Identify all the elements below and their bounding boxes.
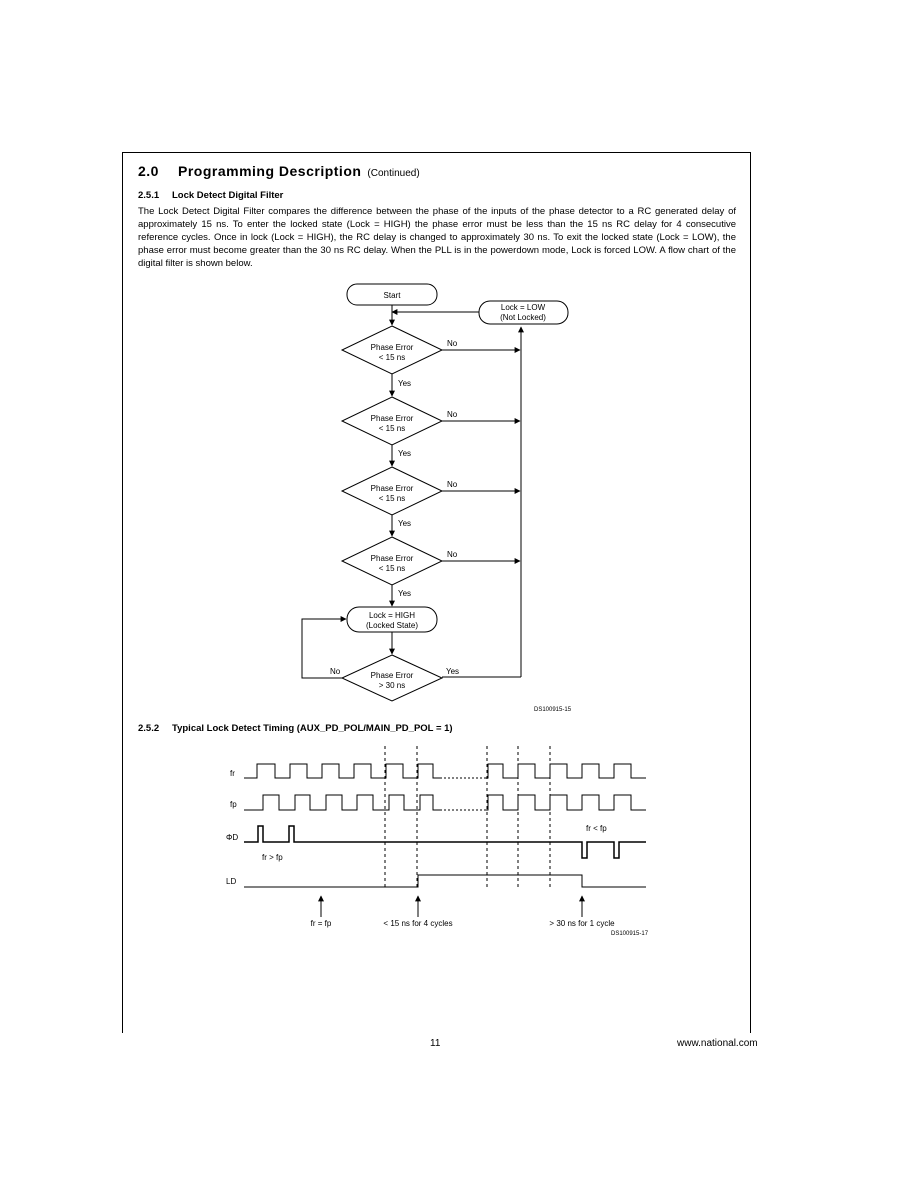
subsection-number: 2.5.1 xyxy=(138,190,160,201)
locked-label-1: Lock = HIGH xyxy=(369,611,415,620)
footer-url: www.national.com xyxy=(677,1038,758,1049)
fr-waveform xyxy=(244,763,440,779)
unlocked-label-2: (Not Locked) xyxy=(500,313,546,322)
yes-label-4: Yes xyxy=(398,589,411,598)
decision-exit xyxy=(340,654,444,702)
locked-label-2: (Locked State) xyxy=(366,621,418,630)
yes-label-1: Yes xyxy=(398,379,411,388)
no-label-1: No xyxy=(447,339,458,348)
signal-label-ld: LD xyxy=(226,877,236,886)
no-label-3: No xyxy=(447,480,458,489)
fp-waveform xyxy=(244,794,440,811)
exit-line1: Phase Error xyxy=(371,671,414,680)
page-frame xyxy=(122,152,751,1033)
annot-lock: < 15 ns for 4 cycles xyxy=(383,919,452,928)
decision-2-line1: Phase Error xyxy=(371,414,414,423)
signal-label-fp: fp xyxy=(230,800,237,809)
yes-label-2: Yes xyxy=(398,449,411,458)
exit-line2: > 30 ns xyxy=(379,681,405,690)
decision-3-line2: < 15 ns xyxy=(379,494,405,503)
signal-label-pd: ΦD xyxy=(226,833,238,842)
flowchart-figure-id: DS100915-15 xyxy=(534,707,572,713)
pd-waveform xyxy=(244,825,646,859)
annot-equal: fr = fp xyxy=(311,919,332,928)
subsection-title-timing: 2.5.2 Typical Lock Detect Timing (AUX_PD_… xyxy=(138,723,453,734)
page-number: 11 xyxy=(430,1038,441,1049)
section-heading: Programming Description xyxy=(178,163,362,179)
timing-figure-id: DS100915-17 xyxy=(611,931,649,937)
annot-unlock: > 30 ns for 1 cycle xyxy=(549,919,615,928)
decision-1-line2: < 15 ns xyxy=(379,353,405,362)
note-fr-gt-fp: fr > fp xyxy=(262,853,283,862)
decision-4-line1: Phase Error xyxy=(371,554,414,563)
note-fr-lt-fp: fr < fp xyxy=(586,824,607,833)
subsection-heading: Lock Detect Digital Filter xyxy=(172,190,284,201)
timing-dashed-markers xyxy=(384,746,551,890)
section-number: 2.0 xyxy=(138,163,159,179)
continued-label: (Continued) xyxy=(367,168,420,179)
subsection-title-lock-filter: 2.5.1 Lock Detect Digital Filter xyxy=(138,190,283,201)
ld-waveform xyxy=(244,874,646,888)
decision-4-line2: < 15 ns xyxy=(379,564,405,573)
decision-2-line2: < 15 ns xyxy=(379,424,405,433)
lock-detect-timing-diagram: fr fp ΦD LD fr > fp fr < fp fr = fp < 15… xyxy=(226,746,649,937)
decision-3-line1: Phase Error xyxy=(371,484,414,493)
start-label: Start xyxy=(384,291,402,300)
yes-label-3: Yes xyxy=(398,519,411,528)
section-title: 2.0 Programming Description (Continued) xyxy=(138,163,420,179)
subsection-number: 2.5.2 xyxy=(138,723,160,734)
no-label-4: No xyxy=(447,550,458,559)
no-label-2: No xyxy=(447,410,458,419)
no-label-exit: No xyxy=(330,667,341,676)
decision-1-line1: Phase Error xyxy=(371,343,414,352)
yes-label-exit: Yes xyxy=(446,667,459,676)
description-paragraph: The Lock Detect Digital Filter compares … xyxy=(138,206,736,269)
unlocked-label-1: Lock = LOW xyxy=(501,303,546,312)
signal-label-fr: fr xyxy=(230,769,235,778)
subsection-heading: Typical Lock Detect Timing (AUX_PD_POL/M… xyxy=(172,723,453,734)
lock-detect-flowchart: Start Lock = LOW (Not Locked) Phase Erro… xyxy=(301,283,572,713)
